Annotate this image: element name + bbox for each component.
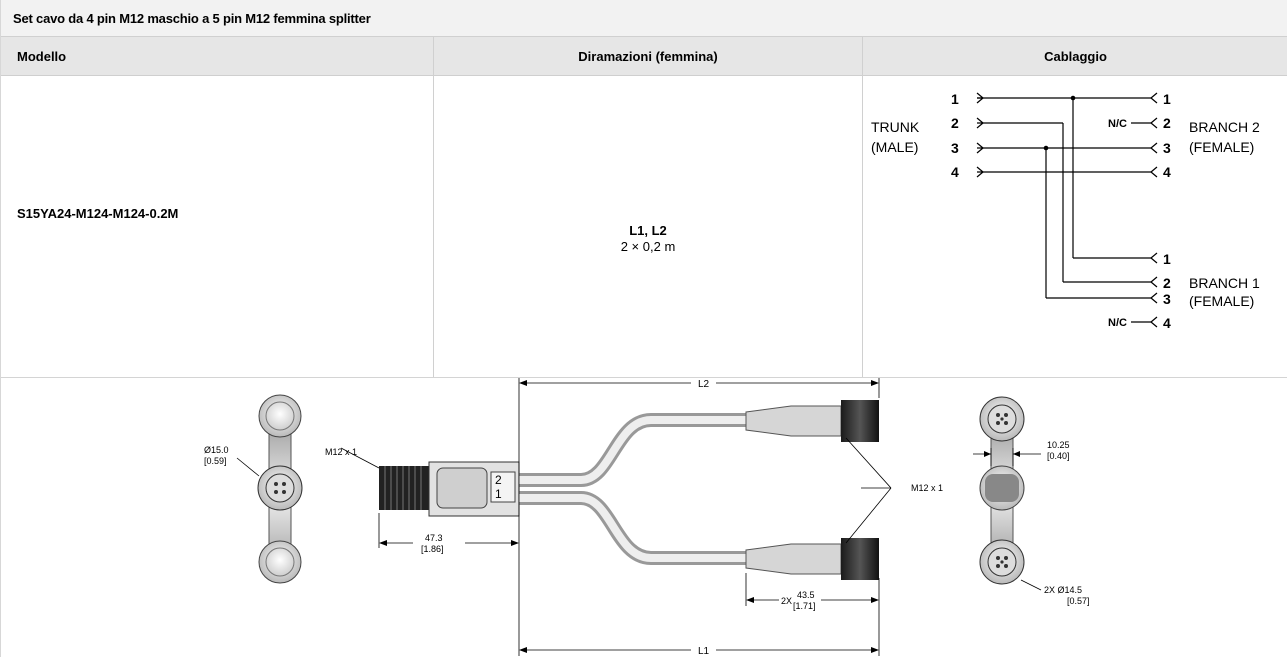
branch2-sub-label: (FEMALE) (1189, 139, 1254, 155)
nc-label: N/C (1108, 118, 1127, 130)
female-connector-l2 (745, 400, 879, 442)
branch1-pin: 4 (1163, 315, 1171, 331)
dim-thread-left: M12 x 1 (325, 447, 357, 457)
header-model: Modello (17, 49, 67, 64)
female-connector-l1 (745, 538, 879, 580)
branch-names: L1, L2 (629, 223, 667, 238)
dim-thread-right: M12 x 1 (911, 483, 943, 493)
wiring-diagram: TRUNK (MALE) 1 2 3 4 N/C 1 2 3 4 BRANCH … (871, 91, 1260, 331)
branch2-pin: 2 (1163, 115, 1171, 131)
column-divider (433, 37, 434, 378)
dim-width-right: 10.25 (1047, 440, 1070, 450)
dim-l2: L2 (698, 379, 710, 390)
trunk-pin: 4 (951, 164, 959, 180)
header-wiring: Cablaggio (1044, 49, 1107, 64)
dimension-drawing: Ø15.0 [0.59] 2 1 M12 x 1 (204, 378, 1090, 657)
dim-dia-right: 2X Ø14.5 (1044, 585, 1082, 595)
dim-len-conn: 43.5 (797, 590, 815, 600)
dim-dia-right-in: [0.57] (1067, 596, 1090, 606)
svg-text:1: 1 (495, 487, 502, 501)
trunk-label: TRUNK (871, 119, 920, 135)
branch2-pin: 4 (1163, 164, 1171, 180)
trunk-sub-label: (MALE) (871, 139, 918, 155)
dim-length-body-in: [1.86] (421, 544, 444, 554)
splice-dot (1070, 95, 1076, 101)
left-end-view (257, 394, 303, 584)
svg-text:2: 2 (495, 473, 502, 487)
model-code: S15YA24-M124-M124-0.2M (17, 206, 179, 221)
trunk-pin: 1 (951, 91, 959, 107)
column-divider (862, 37, 863, 378)
splice-dot (1043, 145, 1049, 151)
trunk-pin: 3 (951, 140, 959, 156)
branch2-pin: 3 (1163, 140, 1171, 156)
table-title: Set cavo da 4 pin M12 maschio a 5 pin M1… (13, 11, 371, 26)
table-row (1, 76, 1287, 378)
branch1-label: BRANCH 1 (1189, 275, 1260, 291)
dim-width-right-in: [0.40] (1047, 451, 1070, 461)
dim-len-conn-in: [1.71] (793, 601, 816, 611)
dim-dia-left: Ø15.0 (204, 445, 229, 455)
table-header-row: Modello Diramazioni (femmina) Cablaggio (1, 37, 1287, 76)
dim-length-body: 47.3 (425, 533, 443, 543)
dim-l1: L1 (698, 646, 710, 657)
dim-dia-left-in: [0.59] (204, 456, 227, 466)
branch1-pin: 2 (1163, 275, 1171, 291)
branch2-pin: 1 (1163, 91, 1171, 107)
male-connector: 2 1 (379, 461, 520, 517)
branch1-pin: 3 (1163, 291, 1171, 307)
branch-length: 2 × 0,2 m (620, 239, 676, 254)
right-end-view (979, 396, 1025, 585)
branch1-pin: 1 (1163, 251, 1171, 267)
table-title-row: Set cavo da 4 pin M12 maschio a 5 pin M1… (1, 0, 1287, 37)
branch2-label: BRANCH 2 (1189, 119, 1260, 135)
nc-label: N/C (1108, 317, 1127, 329)
header-branches: Diramazioni (femmina) (578, 49, 718, 64)
branch1-sub-label: (FEMALE) (1189, 293, 1254, 309)
trunk-pin: 2 (951, 115, 959, 131)
dim-qty-2x: 2X (781, 596, 792, 606)
